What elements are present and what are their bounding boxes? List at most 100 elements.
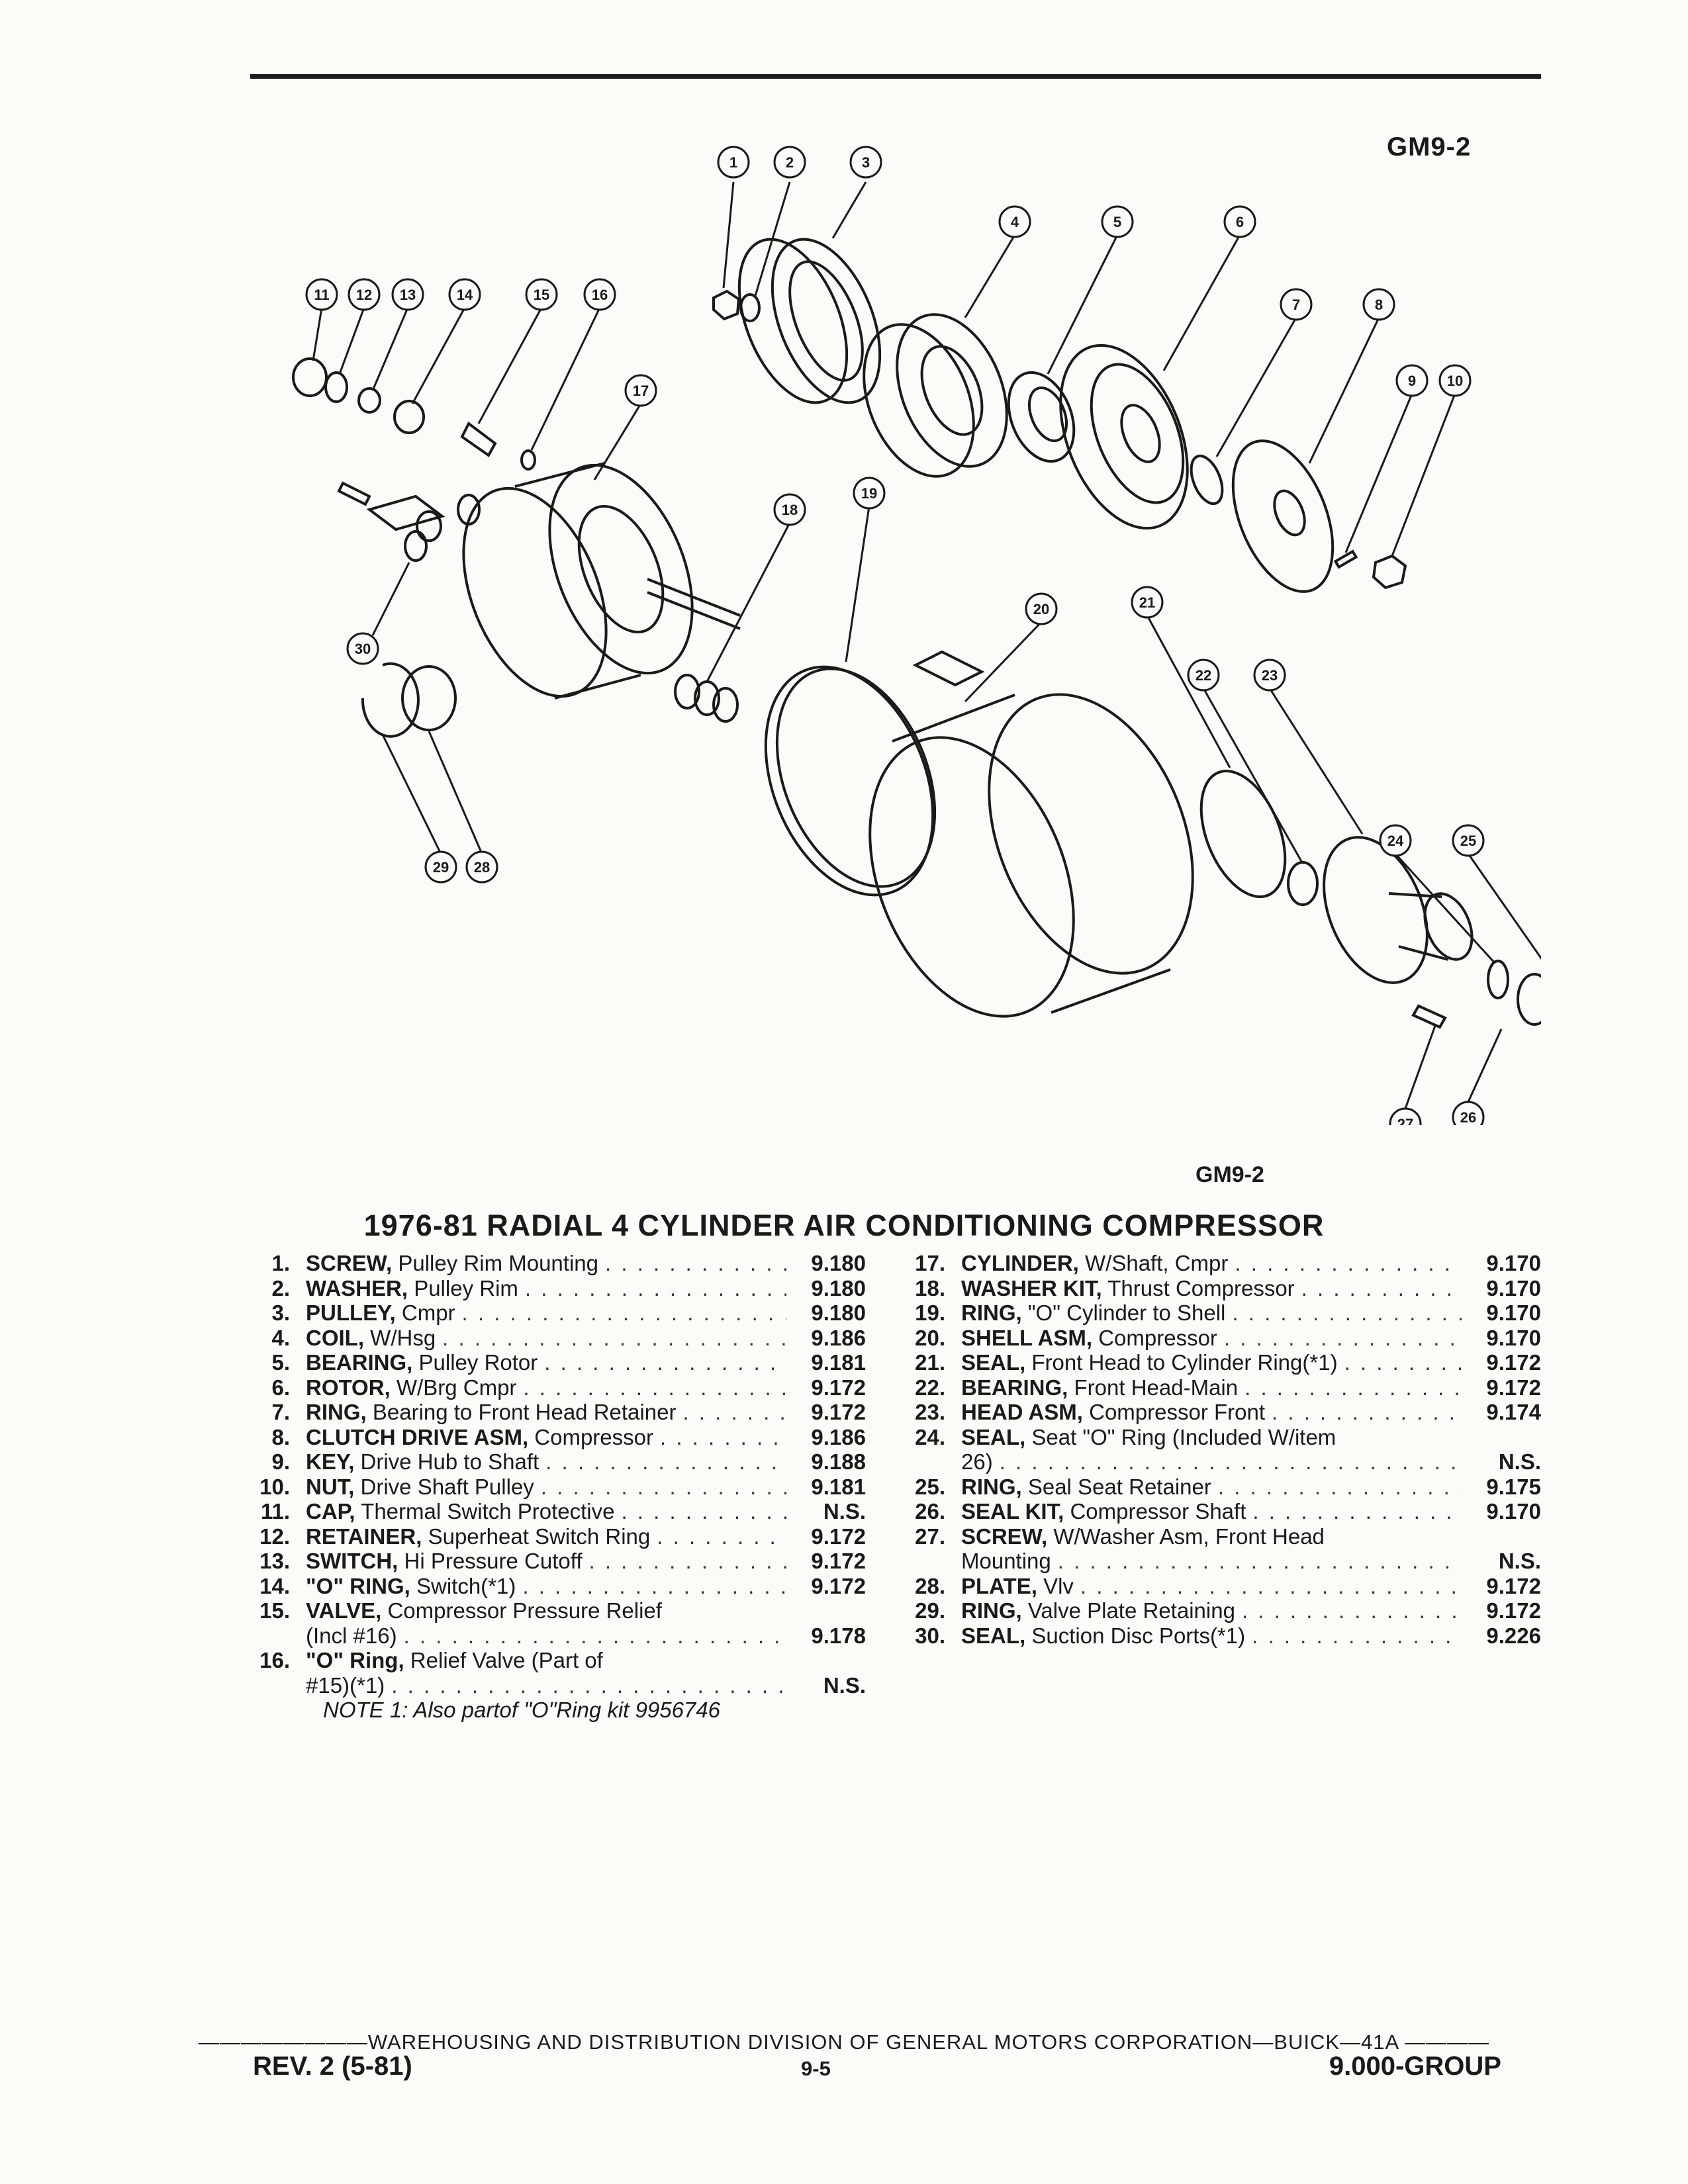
part-description: Compressor: [1098, 1325, 1217, 1350]
svg-text:9: 9: [1408, 373, 1416, 389]
part-number: 16.: [259, 1648, 290, 1672]
part-row: 15.VALVE, Compressor Pressure Relief(Inc…: [250, 1598, 866, 1648]
callout-2: [773, 146, 806, 179]
part-reference: 9.178: [811, 1623, 866, 1648]
part-description: W/Washer Asm, Front Head: [1053, 1524, 1325, 1549]
part-description-continued: Mounting: [961, 1549, 1051, 1573]
part-number: 13.: [259, 1549, 290, 1573]
part-number: 26.: [915, 1499, 945, 1524]
part-number: 3.: [271, 1300, 290, 1325]
part-description: Thermal Switch Protective: [361, 1499, 615, 1524]
part-description: Compressor Shaft: [1070, 1499, 1246, 1524]
part-row: 19.RING, "O" Cylinder to Shell. . . . . …: [906, 1300, 1541, 1326]
part-number: 7.: [271, 1400, 290, 1424]
part-description: Superheat Switch Ring: [428, 1524, 651, 1549]
svg-text:18: 18: [782, 502, 798, 518]
figure-caption: GM9-2: [1196, 1162, 1264, 1187]
callout-30: [346, 632, 379, 665]
part-name: KEY,: [306, 1449, 355, 1474]
cylinder-part: [462, 462, 741, 700]
parts-list-right: 17.CYLINDER, W/Shaft, Cmpr. . . . . . . …: [906, 1251, 1541, 1648]
part-row: 13.SWITCH, Hi Pressure Cutoff. . . . . .…: [250, 1549, 866, 1574]
callout-7: [1280, 288, 1313, 321]
part-name: COIL,: [306, 1325, 364, 1350]
callout-14: [448, 278, 481, 311]
svg-text:23: 23: [1262, 667, 1278, 684]
part-reference: 9.170: [1486, 1275, 1541, 1300]
part-row: 17.CYLINDER, W/Shaft, Cmpr. . . . . . . …: [906, 1251, 1541, 1276]
part-row: 29.RING, Valve Plate Retaining. . . . . …: [906, 1598, 1541, 1623]
callout-26: [1452, 1101, 1485, 1125]
svg-text:27: 27: [1397, 1116, 1413, 1125]
part-row: 11.CAP, Thermal Switch Protective. . . .…: [250, 1499, 866, 1524]
callout-20: [1025, 592, 1058, 625]
part-description: Compressor Front: [1089, 1400, 1266, 1424]
part-description: Front Head-Main: [1074, 1375, 1239, 1400]
svg-text:17: 17: [633, 383, 649, 399]
callout-5: [1101, 205, 1134, 238]
svg-text:12: 12: [356, 287, 372, 303]
callout-23: [1253, 659, 1286, 692]
callout-6: [1223, 205, 1256, 238]
part-description: Pulley Rotor: [418, 1350, 538, 1375]
part-row: 23.HEAD ASM, Compressor Front. . . . . .…: [906, 1400, 1541, 1425]
part-number: 27.: [915, 1524, 945, 1549]
part-name: "O" Ring,: [306, 1648, 404, 1672]
part-number: 10.: [259, 1474, 290, 1499]
part-row: 10.NUT, Drive Shaft Pulley. . . . . . . …: [250, 1475, 866, 1500]
part-reference: 9.175: [1486, 1474, 1541, 1499]
part-number: 17.: [915, 1251, 945, 1275]
svg-text:4: 4: [1011, 214, 1019, 230]
part-reference: 9.172: [811, 1573, 866, 1598]
part-row: 28.PLATE, Vlv. . . . . . . . . . . . . .…: [906, 1574, 1541, 1599]
part-description: Cmpr: [401, 1300, 455, 1325]
part-row: 21.SEAL, Front Head to Cylinder Ring(*1)…: [906, 1350, 1541, 1375]
part-reference: 9.188: [811, 1449, 866, 1474]
svg-text:6: 6: [1236, 214, 1244, 230]
part-description: W/Hsg: [370, 1325, 436, 1350]
callout-13: [391, 278, 424, 311]
part-name: BEARING,: [306, 1350, 413, 1375]
svg-text:14: 14: [457, 287, 473, 303]
part-name: RING,: [961, 1474, 1022, 1499]
part-number: 19.: [915, 1300, 945, 1325]
callout-25: [1452, 824, 1485, 857]
part-row: 6.ROTOR, W/Brg Cmpr. . . . . . . . . . .…: [250, 1375, 866, 1400]
rotor-part: [1059, 343, 1189, 530]
part-reference: 9.181: [811, 1350, 866, 1375]
svg-text:11: 11: [314, 287, 329, 303]
part-description: Bearing to Front Head Retainer: [372, 1400, 677, 1424]
note: NOTE 1: Also partof "O"Ring kit 9956746: [323, 1698, 720, 1722]
part-reference: N.S.: [1498, 1449, 1541, 1474]
part-row: 14."O" RING, Switch(*1). . . . . . . . .…: [250, 1574, 866, 1599]
page-title: 1976-81 RADIAL 4 CYLINDER AIR CONDITIONI…: [363, 1208, 1325, 1242]
part-row: 12.RETAINER, Superheat Switch Ring. . . …: [250, 1524, 866, 1549]
svg-text:29: 29: [433, 859, 449, 876]
part-description-continued: #15)(*1): [306, 1672, 385, 1698]
part-number: 29.: [915, 1598, 945, 1623]
part-description: Switch(*1): [416, 1573, 516, 1598]
footer-division-line: ————————WAREHOUSING AND DISTRIBUTION DIV…: [198, 2030, 1490, 2054]
part-number: 22.: [915, 1375, 945, 1400]
part-row: 26.SEAL KIT, Compressor Shaft. . . . . .…: [906, 1499, 1541, 1524]
part-name: SWITCH,: [306, 1549, 399, 1573]
part-row: 7.RING, Bearing to Front Head Retainer. …: [250, 1400, 866, 1425]
part-number: 14.: [259, 1573, 290, 1598]
part-name: BEARING,: [961, 1375, 1068, 1400]
coil-part: [863, 313, 1008, 478]
part-description: Seat "O" Ring (Included W/item: [1031, 1424, 1336, 1449]
part-description-continued: (Incl #16): [306, 1623, 397, 1648]
callout-10: [1438, 364, 1472, 397]
callout-29: [424, 850, 457, 884]
part-reference: 9.172: [811, 1375, 866, 1400]
part-reference: 9.181: [811, 1474, 866, 1499]
part-reference: 9.180: [811, 1275, 866, 1300]
part-name: RING,: [961, 1598, 1022, 1623]
svg-text:22: 22: [1196, 667, 1211, 684]
part-reference: 9.172: [1486, 1375, 1541, 1400]
callout-4: [998, 205, 1031, 238]
part-reference: N.S.: [823, 1499, 866, 1524]
part-description: Pulley Rim Mounting: [398, 1251, 598, 1275]
part-name: CYLINDER,: [961, 1251, 1079, 1275]
